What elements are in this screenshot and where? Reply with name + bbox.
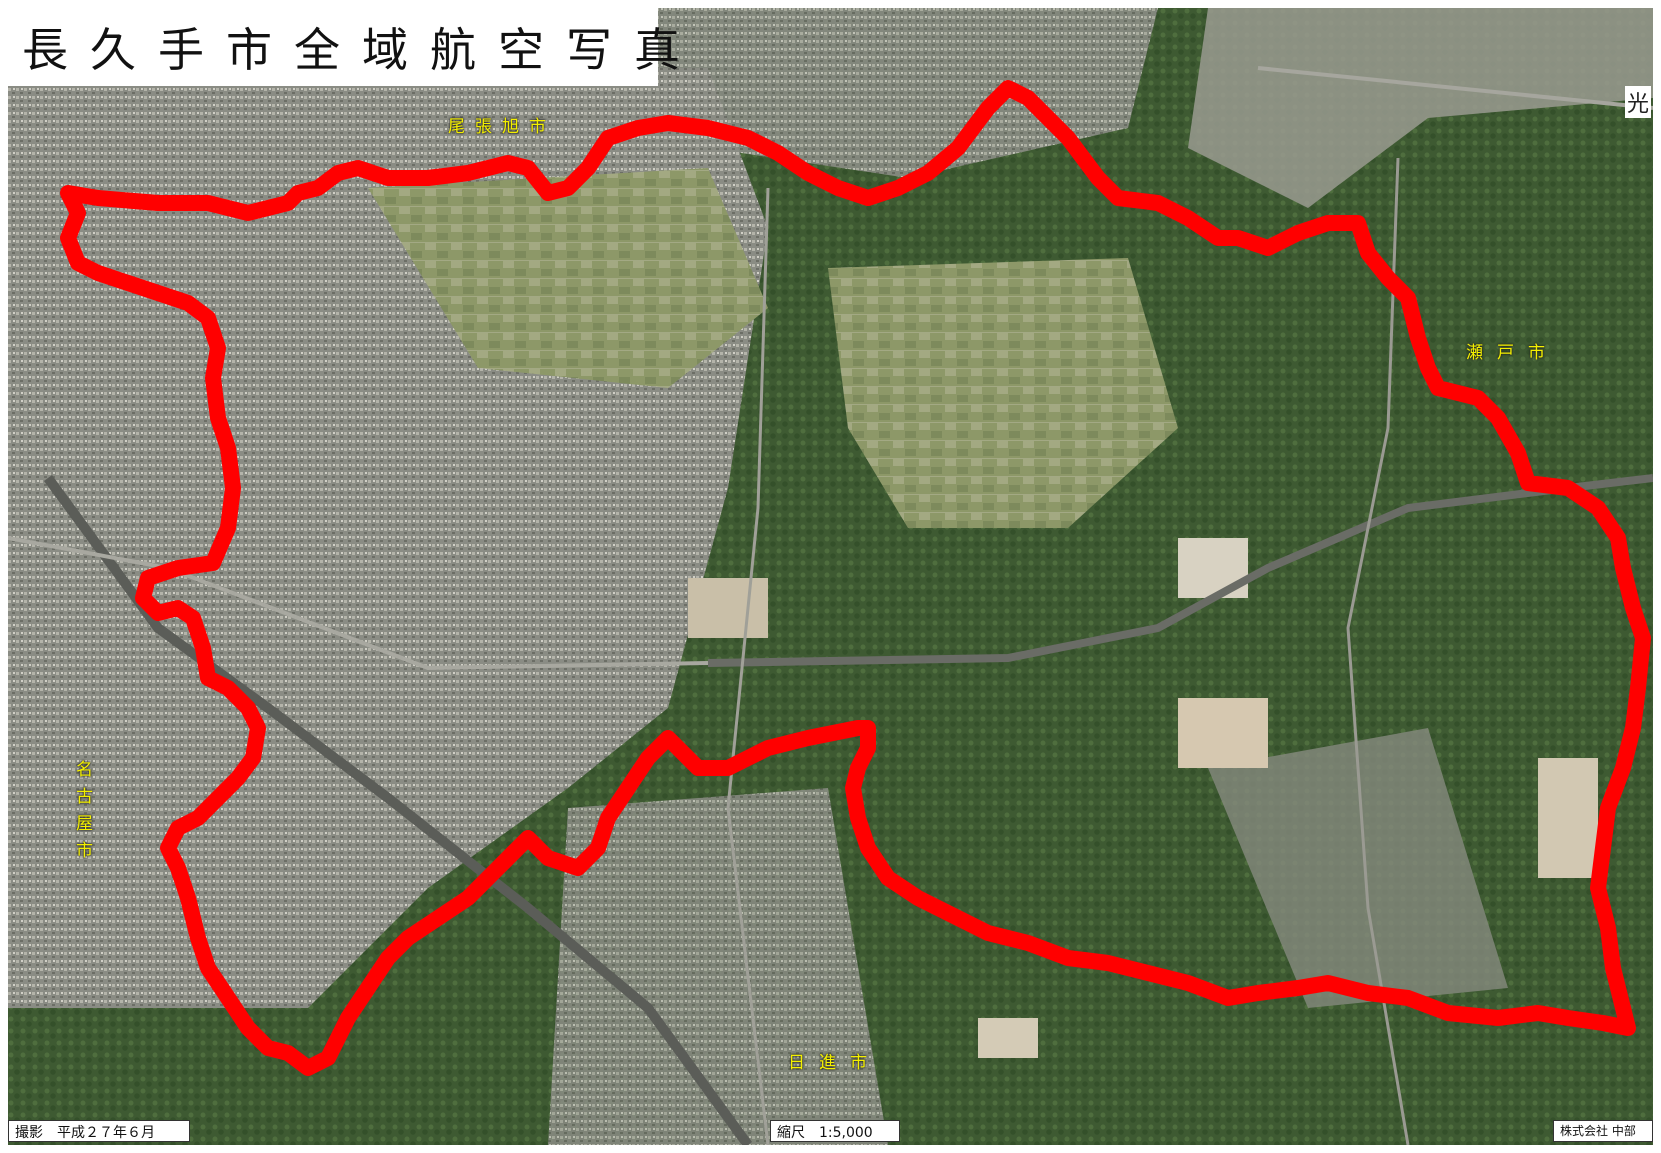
farmland-central [368, 168, 768, 388]
expressway-line [43, 475, 753, 1145]
farmland-east [828, 258, 1178, 528]
urban-area-northeast [1188, 8, 1653, 208]
development-site [688, 578, 768, 638]
aerial-photo-map[interactable] [8, 8, 1653, 1145]
development-site [1178, 698, 1268, 768]
road-line [1257, 66, 1653, 110]
neighbor-label-west: 名古屋市 [72, 760, 92, 868]
neighbor-label-north: 尾張旭市 [448, 117, 556, 137]
edge-label: 光 [1624, 86, 1651, 118]
neighbor-label-east: 瀬戸市 [1466, 343, 1559, 363]
city-boundary[interactable] [60, 80, 1651, 1076]
development-site [978, 1018, 1038, 1058]
credit-label: 株式会社 中部 [1553, 1120, 1653, 1142]
photo-date-label: 撮影 平成２７年６月 [8, 1120, 190, 1142]
road-line [726, 187, 770, 1145]
urban-area-southeast [1208, 728, 1508, 1008]
neighbor-label-south: 日進市 [788, 1053, 881, 1073]
aerial-map-frame: 長久手市全域航空写真 光 尾張旭市 瀬戸市 日進市 名古屋市 撮影 平成２７年６… [8, 8, 1653, 1145]
development-site [1538, 758, 1598, 878]
map-title-box: 長久手市全域航空写真 [8, 8, 680, 86]
map-title: 長久手市全域航空写真 [22, 23, 702, 77]
scale-label: 縮尺 1:5,000 [770, 1120, 900, 1142]
road-line [8, 536, 709, 671]
urban-area-south [548, 788, 888, 1145]
